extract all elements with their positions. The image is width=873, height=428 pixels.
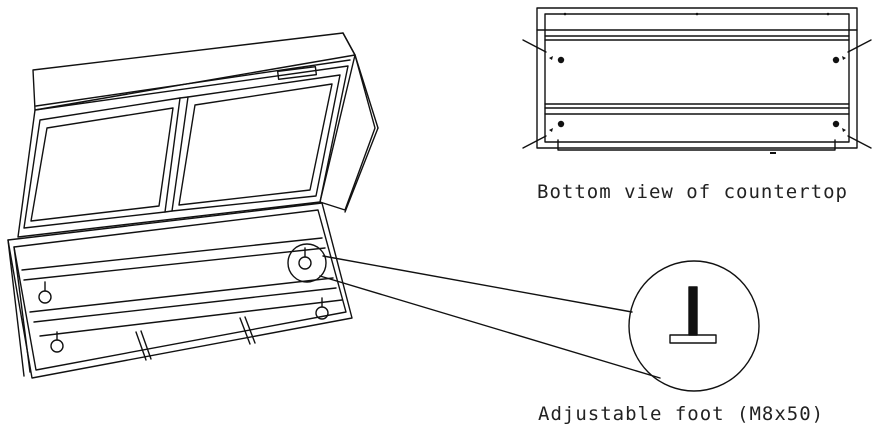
bottom-view-feet	[549, 12, 846, 154]
case-base	[7, 202, 353, 379]
adjustable-foot-detail	[628, 260, 760, 392]
bottom-view-countertop	[522, 7, 872, 154]
callout-leader-bottom	[319, 275, 661, 379]
case-feet	[38, 247, 329, 353]
glass-frame	[17, 65, 349, 238]
glass-door-right	[171, 74, 341, 212]
foot-threaded-rod	[688, 286, 698, 336]
foot-detail-circle	[628, 260, 760, 392]
foot-callout-small	[287, 243, 327, 283]
foot-base-plate	[669, 334, 717, 344]
bottom-view-outline	[536, 7, 858, 149]
adjustable-foot-caption: Adjustable foot (M8x50)	[538, 403, 825, 425]
bottom-view-caption: Bottom view of countertop	[537, 181, 848, 203]
display-case-isometric	[7, 32, 379, 379]
glass-door-left	[23, 97, 181, 229]
callout-leader-top	[322, 255, 633, 313]
